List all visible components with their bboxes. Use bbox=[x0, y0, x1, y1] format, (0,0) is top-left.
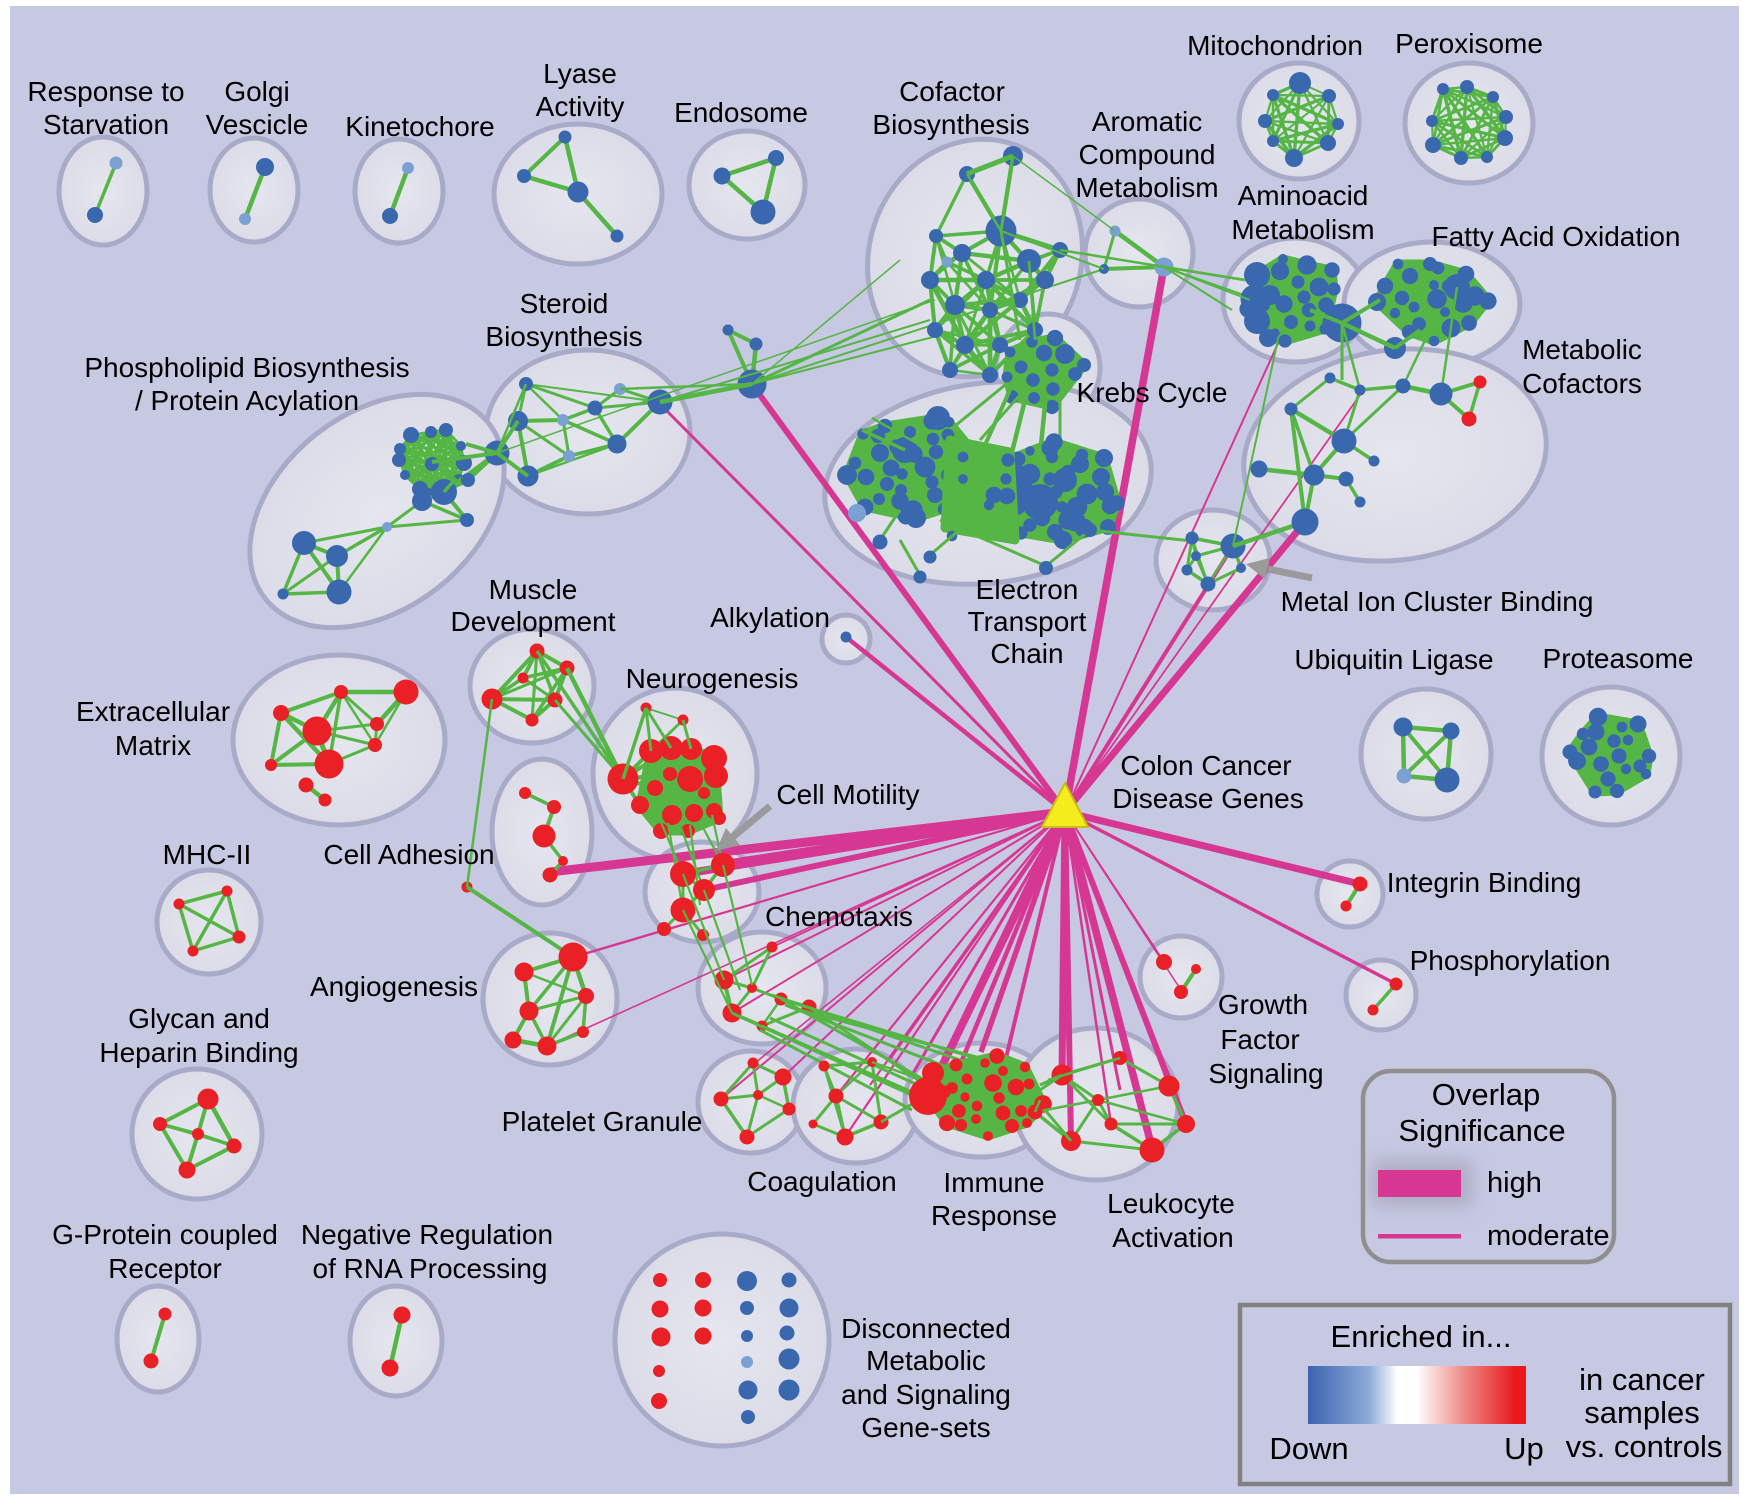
svg-text:Metabolic: Metabolic bbox=[866, 1345, 986, 1376]
svg-text:Phospholipid Biosynthesis: Phospholipid Biosynthesis bbox=[84, 352, 409, 383]
svg-text:Chain: Chain bbox=[990, 638, 1063, 669]
svg-text:Metabolism: Metabolism bbox=[1075, 172, 1218, 203]
svg-text:Alkylation: Alkylation bbox=[710, 602, 830, 633]
svg-text:MHC-II: MHC-II bbox=[163, 839, 252, 870]
svg-text:/ Protein Acylation: / Protein Acylation bbox=[135, 385, 359, 416]
svg-text:Development: Development bbox=[451, 606, 616, 637]
svg-text:in cancer: in cancer bbox=[1579, 1362, 1705, 1397]
svg-text:Ubiquitin Ligase: Ubiquitin Ligase bbox=[1294, 644, 1493, 675]
svg-text:Muscle: Muscle bbox=[489, 574, 578, 605]
svg-text:Steroid: Steroid bbox=[520, 288, 609, 319]
svg-text:vs. controls: vs. controls bbox=[1566, 1429, 1723, 1464]
svg-text:Disconnected: Disconnected bbox=[841, 1313, 1011, 1344]
svg-text:Leukocyte: Leukocyte bbox=[1107, 1188, 1235, 1219]
svg-text:Aromatic: Aromatic bbox=[1092, 106, 1202, 137]
svg-text:high: high bbox=[1487, 1167, 1542, 1199]
svg-text:of RNA Processing: of RNA Processing bbox=[313, 1253, 548, 1284]
svg-text:Metabolism: Metabolism bbox=[1231, 214, 1374, 245]
svg-text:Receptor: Receptor bbox=[108, 1253, 222, 1284]
svg-text:Cell Adhesion: Cell Adhesion bbox=[323, 839, 494, 870]
svg-text:Glycan and: Glycan and bbox=[128, 1003, 270, 1034]
svg-text:Cell Motility: Cell Motility bbox=[776, 779, 919, 810]
svg-text:Integrin Binding: Integrin Binding bbox=[1387, 867, 1582, 898]
svg-text:Biosynthesis: Biosynthesis bbox=[485, 321, 642, 352]
svg-text:Overlap: Overlap bbox=[1432, 1077, 1541, 1112]
svg-text:Response: Response bbox=[931, 1200, 1057, 1231]
svg-text:Vescicle: Vescicle bbox=[206, 109, 309, 140]
svg-text:Krebs Cycle: Krebs Cycle bbox=[1077, 377, 1228, 408]
svg-text:Up: Up bbox=[1504, 1431, 1544, 1466]
svg-text:Peroxisome: Peroxisome bbox=[1395, 28, 1543, 59]
svg-text:Cofactor: Cofactor bbox=[899, 76, 1005, 107]
svg-text:and Signaling: and Signaling bbox=[841, 1379, 1011, 1410]
svg-text:Activity: Activity bbox=[536, 91, 625, 122]
svg-text:Cofactors: Cofactors bbox=[1522, 368, 1642, 399]
svg-text:Transport: Transport bbox=[968, 606, 1087, 637]
svg-text:Gene-sets: Gene-sets bbox=[861, 1412, 990, 1443]
svg-text:Matrix: Matrix bbox=[115, 730, 191, 761]
svg-text:Fatty Acid Oxidation: Fatty Acid Oxidation bbox=[1431, 221, 1680, 252]
svg-text:Colon Cancer: Colon Cancer bbox=[1120, 750, 1291, 781]
svg-text:Electron: Electron bbox=[976, 574, 1079, 605]
svg-text:Golgi: Golgi bbox=[224, 76, 289, 107]
svg-text:Negative Regulation: Negative Regulation bbox=[301, 1219, 553, 1250]
svg-text:Compound: Compound bbox=[1079, 139, 1216, 170]
svg-text:Disease Genes: Disease Genes bbox=[1112, 783, 1303, 814]
svg-text:Metal Ion Cluster Binding: Metal Ion Cluster Binding bbox=[1281, 586, 1594, 617]
svg-text:Mitochondrion: Mitochondrion bbox=[1187, 30, 1363, 61]
svg-text:Phosphorylation: Phosphorylation bbox=[1410, 945, 1611, 976]
svg-text:Aminoacid: Aminoacid bbox=[1238, 180, 1369, 211]
svg-text:Significance: Significance bbox=[1398, 1113, 1565, 1148]
svg-text:Angiogenesis: Angiogenesis bbox=[310, 971, 478, 1002]
svg-text:Neurogenesis: Neurogenesis bbox=[626, 663, 799, 694]
svg-text:Growth: Growth bbox=[1218, 989, 1308, 1020]
svg-text:samples: samples bbox=[1584, 1395, 1699, 1430]
svg-text:Response to: Response to bbox=[27, 76, 184, 107]
svg-text:Kinetochore: Kinetochore bbox=[345, 111, 494, 142]
svg-text:Down: Down bbox=[1269, 1431, 1348, 1466]
svg-text:Immune: Immune bbox=[943, 1167, 1044, 1198]
svg-text:Signaling: Signaling bbox=[1208, 1058, 1323, 1089]
svg-text:G-Protein coupled: G-Protein coupled bbox=[52, 1219, 278, 1250]
svg-text:Extracellular: Extracellular bbox=[76, 696, 230, 727]
svg-text:Enriched in...: Enriched in... bbox=[1331, 1319, 1512, 1354]
svg-text:Platelet Granule: Platelet Granule bbox=[502, 1106, 703, 1137]
svg-text:Coagulation: Coagulation bbox=[747, 1166, 896, 1197]
svg-text:Endosome: Endosome bbox=[674, 97, 808, 128]
svg-text:Lyase: Lyase bbox=[543, 58, 617, 89]
svg-text:Activation: Activation bbox=[1112, 1222, 1233, 1253]
svg-text:Starvation: Starvation bbox=[43, 109, 169, 140]
svg-text:Metabolic: Metabolic bbox=[1522, 334, 1642, 365]
svg-text:Proteasome: Proteasome bbox=[1543, 643, 1694, 674]
svg-text:Factor: Factor bbox=[1220, 1024, 1299, 1055]
svg-text:Biosynthesis: Biosynthesis bbox=[872, 109, 1029, 140]
svg-text:Chemotaxis: Chemotaxis bbox=[765, 901, 913, 932]
svg-text:moderate: moderate bbox=[1487, 1220, 1610, 1252]
svg-text:Heparin Binding: Heparin Binding bbox=[99, 1037, 298, 1068]
